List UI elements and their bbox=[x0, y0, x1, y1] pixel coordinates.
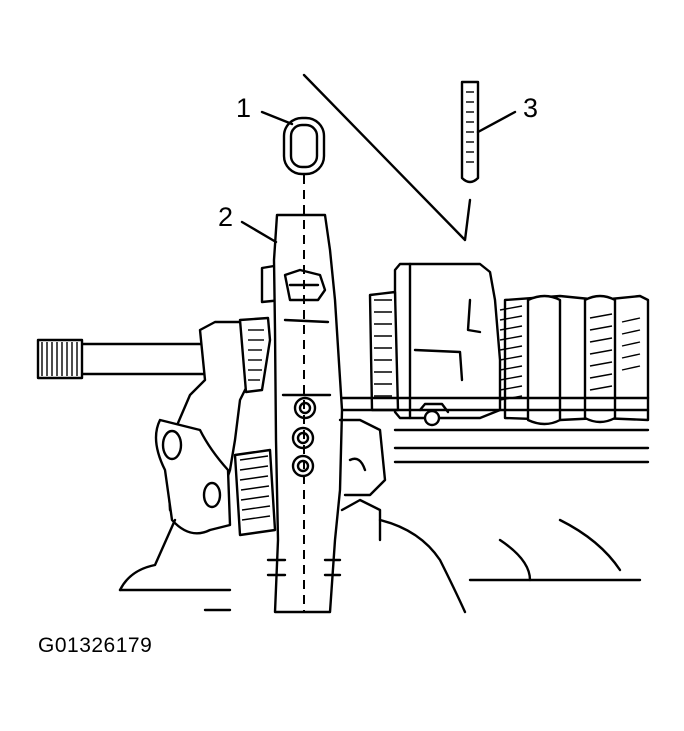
callout-1-leader bbox=[260, 110, 294, 126]
figure-id: G01326179 bbox=[38, 634, 153, 657]
pin-punch bbox=[460, 80, 480, 184]
callout-1-label: 1 bbox=[236, 93, 251, 123]
gear-assembly bbox=[338, 262, 650, 464]
callout-2-label: 2 bbox=[218, 202, 233, 232]
callout-3-label: 3 bbox=[523, 93, 538, 123]
callout-2-leader bbox=[240, 220, 278, 244]
plug bbox=[282, 116, 326, 176]
housing bbox=[266, 175, 387, 614]
callout-3-leader bbox=[476, 110, 517, 134]
installation-guide-line bbox=[302, 73, 472, 242]
input-shaft bbox=[36, 338, 232, 380]
